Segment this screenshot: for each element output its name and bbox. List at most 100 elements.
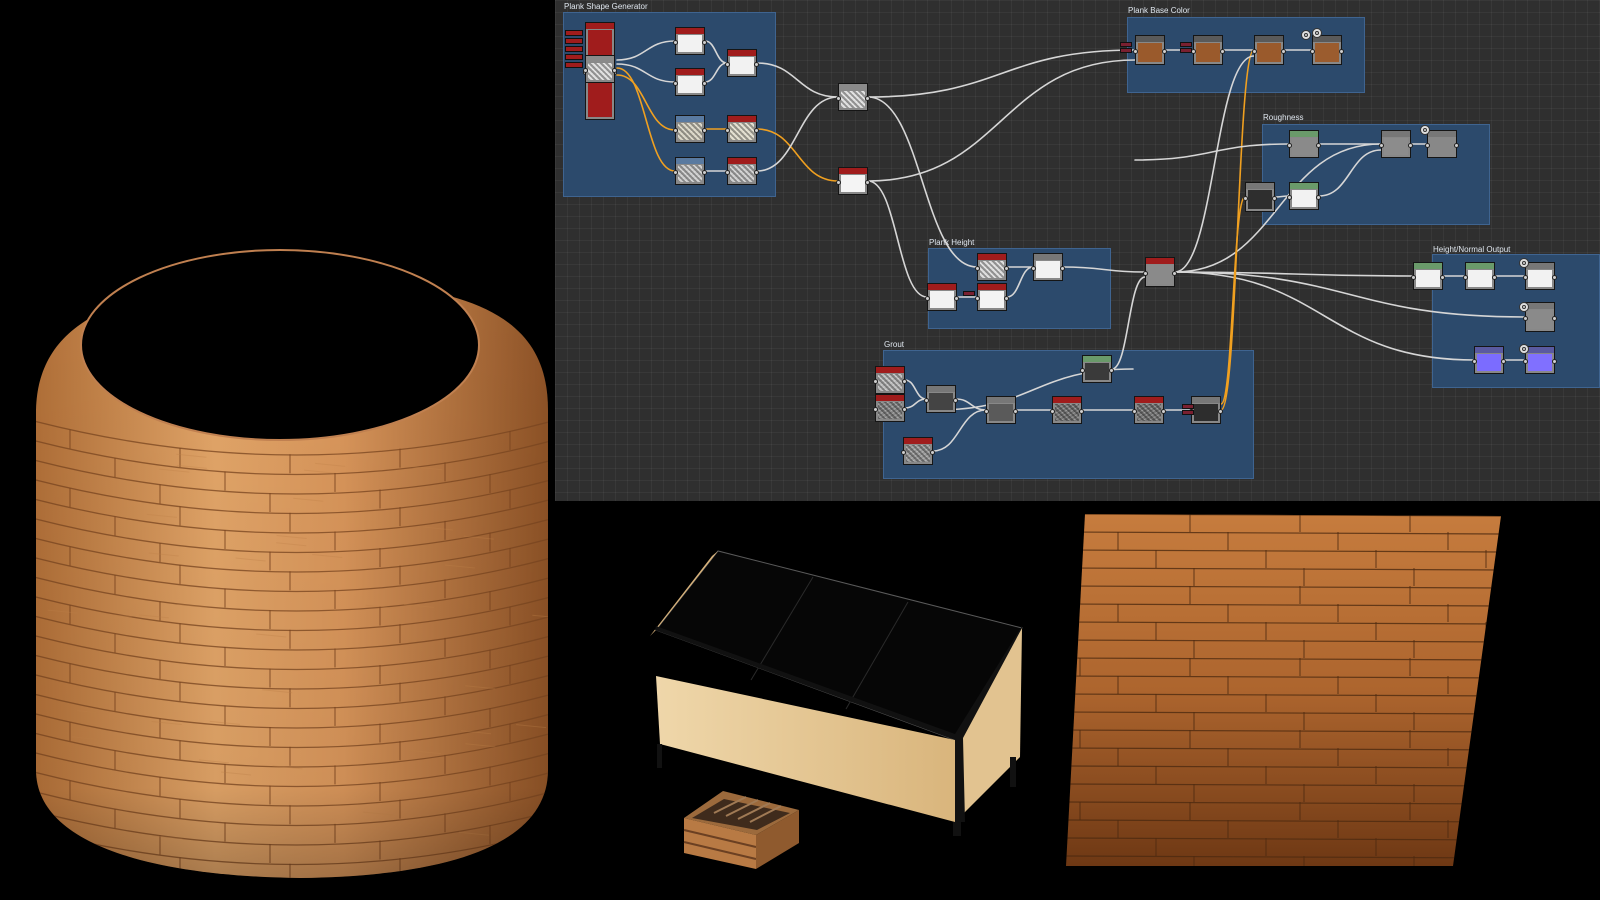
- output-badge-icon[interactable]: [1519, 302, 1529, 312]
- blend-node-2[interactable]: [675, 68, 705, 96]
- output-pin[interactable]: [754, 170, 759, 175]
- output-pin[interactable]: [702, 128, 707, 133]
- roughness-levels-node[interactable]: [1289, 130, 1319, 158]
- tile-random-node[interactable]: [675, 115, 705, 143]
- blend-node-3[interactable]: [727, 115, 757, 143]
- grout-noise-node-2[interactable]: [875, 394, 905, 422]
- input-pin[interactable]: [1132, 409, 1137, 414]
- roughness-noise-node[interactable]: [1245, 182, 1275, 212]
- gradient-map-node-2[interactable]: [1193, 35, 1223, 65]
- input-pin[interactable]: [1031, 266, 1036, 271]
- output-pin[interactable]: [1013, 409, 1018, 414]
- input-pin[interactable]: [725, 170, 730, 175]
- input-parameter-tag[interactable]: [565, 30, 583, 36]
- input-pin[interactable]: [1133, 49, 1138, 54]
- node-graph-panel[interactable]: Plank Shape Generator Plank Base Color R…: [555, 0, 1600, 501]
- input-pin[interactable]: [1523, 316, 1528, 321]
- output-pin[interactable]: [702, 40, 707, 45]
- input-pin[interactable]: [673, 170, 678, 175]
- height-blend-node[interactable]: [1033, 253, 1063, 281]
- output-pin[interactable]: [1172, 271, 1177, 276]
- output-badge-icon[interactable]: [1519, 258, 1529, 268]
- output-badge-icon[interactable]: [1301, 30, 1311, 40]
- input-pin[interactable]: [924, 398, 929, 403]
- input-pin[interactable]: [1463, 275, 1468, 280]
- input-pin[interactable]: [673, 128, 678, 133]
- input-pin[interactable]: [1143, 271, 1148, 276]
- output-pin[interactable]: [1079, 409, 1084, 414]
- input-pin[interactable]: [1287, 143, 1292, 148]
- height-noise-node[interactable]: [977, 253, 1007, 281]
- output-pin[interactable]: [1060, 266, 1065, 271]
- levels-node[interactable]: [727, 49, 757, 77]
- output-pin[interactable]: [754, 62, 759, 67]
- output-badge-icon[interactable]: [1312, 28, 1322, 38]
- wood-plank-cylinder[interactable]: [30, 250, 562, 900]
- normal-output-node[interactable]: [1525, 346, 1555, 374]
- height-levels-node[interactable]: [1413, 262, 1443, 290]
- input-parameter-tag[interactable]: [1180, 48, 1192, 53]
- input-parameter-tag[interactable]: [1120, 48, 1132, 53]
- input-pin[interactable]: [975, 266, 980, 271]
- output-pin[interactable]: [902, 407, 907, 412]
- input-parameter-tag[interactable]: [1182, 404, 1194, 409]
- output-pin[interactable]: [865, 180, 870, 185]
- basecolor-output-node[interactable]: [1312, 35, 1342, 65]
- input-parameter-tag[interactable]: [1182, 410, 1194, 415]
- output-noise-node[interactable]: [838, 83, 868, 111]
- input-pin[interactable]: [1050, 409, 1055, 414]
- output-pin[interactable]: [865, 96, 870, 101]
- output-pin[interactable]: [1281, 49, 1286, 54]
- output-pin[interactable]: [1316, 195, 1321, 200]
- output-pin[interactable]: [1218, 409, 1223, 414]
- output-pin[interactable]: [1440, 275, 1445, 280]
- input-pin[interactable]: [925, 296, 930, 301]
- input-pin[interactable]: [1080, 368, 1085, 373]
- input-parameter-tag[interactable]: [565, 38, 583, 44]
- wood-plank-plane[interactable]: [1060, 514, 1600, 874]
- input-pin[interactable]: [1523, 275, 1528, 280]
- output-pin[interactable]: [1408, 143, 1413, 148]
- input-pin[interactable]: [1252, 49, 1257, 54]
- output-pin[interactable]: [612, 68, 617, 73]
- input-pin[interactable]: [901, 450, 906, 455]
- input-pin[interactable]: [836, 96, 841, 101]
- input-pin[interactable]: [673, 81, 678, 86]
- noise-node[interactable]: [727, 157, 757, 185]
- output-pin[interactable]: [1454, 143, 1459, 148]
- roughness-invert-node[interactable]: [1289, 182, 1319, 210]
- grout-noise-node-3[interactable]: [903, 437, 933, 465]
- input-parameter-tag[interactable]: [1180, 42, 1192, 47]
- input-parameter-tag[interactable]: [565, 54, 583, 60]
- input-pin[interactable]: [1425, 143, 1430, 148]
- output-badge-icon[interactable]: [1420, 125, 1430, 135]
- grout-noise-node-1[interactable]: [875, 366, 905, 394]
- output-pin[interactable]: [1552, 275, 1557, 280]
- grout-gradient-node[interactable]: [1082, 355, 1112, 383]
- gradient-map-node-1[interactable]: [1135, 35, 1165, 65]
- output-pin[interactable]: [1220, 49, 1225, 54]
- output-pin[interactable]: [702, 81, 707, 86]
- grout-mask-node[interactable]: [1191, 396, 1221, 424]
- normal-node[interactable]: [1474, 346, 1504, 374]
- input-pin[interactable]: [725, 62, 730, 67]
- roughness-output-node[interactable]: [1427, 130, 1457, 158]
- tile-preview-node[interactable]: [585, 55, 615, 83]
- grout-warp-node[interactable]: [1134, 396, 1164, 424]
- input-pin[interactable]: [1243, 196, 1248, 201]
- blend-node-1[interactable]: [675, 27, 705, 55]
- grout-blend-node-2[interactable]: [1052, 396, 1082, 424]
- input-pin[interactable]: [1310, 49, 1315, 54]
- input-pin[interactable]: [984, 409, 989, 414]
- output-pin[interactable]: [1004, 296, 1009, 301]
- output-pin[interactable]: [1162, 49, 1167, 54]
- output-pin[interactable]: [754, 128, 759, 133]
- input-pin[interactable]: [873, 407, 878, 412]
- output-pin[interactable]: [1492, 275, 1497, 280]
- input-pin[interactable]: [673, 40, 678, 45]
- output-pin[interactable]: [1004, 266, 1009, 271]
- grout-blend-node-1[interactable]: [926, 385, 956, 413]
- output-pin[interactable]: [1552, 359, 1557, 364]
- input-parameter-tag[interactable]: [565, 46, 583, 52]
- input-pin[interactable]: [873, 379, 878, 384]
